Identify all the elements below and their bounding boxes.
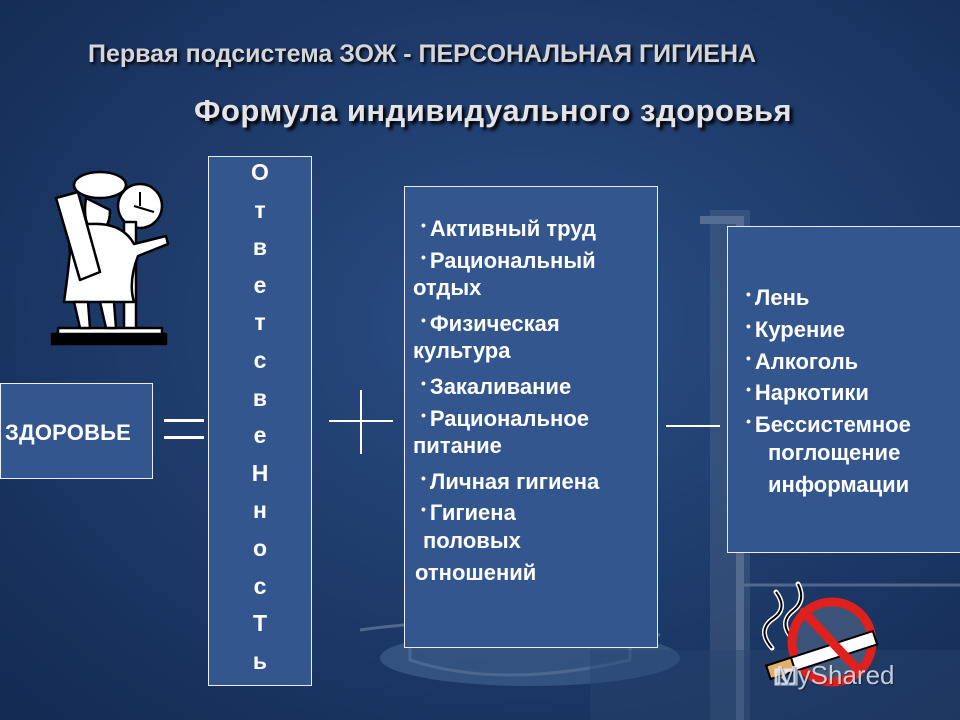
bullet-icon: •	[746, 413, 751, 430]
page-subtitle: Формула индивидуального здоровья	[194, 93, 793, 128]
bullet-icon: •	[421, 406, 426, 423]
list-item: •Алкоголь	[746, 346, 858, 374]
responsibility-letter: с	[253, 347, 267, 373]
minus-sign	[666, 425, 720, 427]
bullet-icon: •	[421, 311, 426, 328]
no-smoking-icon	[762, 581, 879, 687]
list-item-text: Курение	[754, 316, 846, 342]
bullet-icon: •	[421, 217, 426, 233]
list-item-text: информации	[768, 471, 910, 497]
title-main: ПЕРСОНАЛЬНАЯ ГИГИЕНА	[418, 40, 757, 68]
equals-sign-bottom	[164, 436, 204, 439]
responsibility-letter: в	[252, 234, 268, 261]
list-item-text: Бессистемное	[754, 412, 911, 438]
responsibility-letter: т	[254, 309, 266, 336]
list-item: •Лень	[746, 282, 809, 310]
list-item: отдых	[413, 276, 481, 300]
list-item: •Активный труд	[421, 213, 596, 241]
title-dash: -	[396, 40, 419, 68]
person-on-scale-icon	[50, 170, 170, 346]
responsibility-letter: т	[254, 196, 266, 223]
list-item-text: половых	[423, 528, 521, 553]
health-box: ЗДОРОВЬЕ	[0, 383, 153, 479]
watermark-text: MyShared	[776, 660, 895, 690]
list-item: половых	[423, 529, 521, 553]
bullet-icon: •	[421, 469, 426, 486]
responsibility-letter: е	[253, 422, 267, 449]
bullet-icon: •	[421, 375, 426, 391]
list-item: отношений	[415, 559, 537, 585]
list-item-text: Лень	[754, 285, 810, 310]
responsibility-letter: с	[253, 572, 267, 599]
list-item: •Рациональный	[421, 245, 596, 273]
list-item: питание	[413, 434, 502, 458]
responsibility-letter: Н	[251, 459, 269, 486]
list-item-text: Активный труд	[429, 216, 596, 241]
list-item: культура	[413, 339, 510, 363]
list-item-text: Рациональный	[429, 247, 596, 273]
list-item: •Бессистемное	[746, 409, 911, 437]
negative-factors-box: •Лень•Курение•Алкоголь•Наркотики•Бессист…	[727, 226, 960, 553]
bullet-icon: •	[421, 501, 426, 518]
responsibility-letter: е	[253, 271, 267, 298]
bullet-icon: •	[746, 381, 751, 398]
list-item-text: Закаливание	[429, 374, 572, 399]
list-item-text: Наркотики	[754, 380, 869, 406]
list-item-text: отношений	[415, 559, 537, 585]
bullet-icon: •	[746, 317, 751, 334]
list-item: •Наркотики	[746, 377, 869, 405]
list-item: •Рациональное	[421, 403, 589, 431]
list-item-text: Рациональное	[429, 405, 589, 431]
list-item-text: Физическая	[429, 310, 560, 336]
equals-sign-top	[164, 419, 204, 422]
bullet-icon: •	[421, 248, 426, 265]
list-item-text: Алкоголь	[754, 348, 859, 374]
list-item-text: питание	[413, 433, 502, 459]
list-item: •Физическая	[421, 308, 560, 336]
list-item-text: отдых	[413, 275, 482, 301]
list-item-text: поглощение	[768, 440, 901, 465]
bullet-icon: •	[746, 349, 751, 366]
responsibility-letter: в	[252, 384, 268, 411]
responsibility-letter: О	[251, 159, 269, 185]
list-item: •Гигиена	[421, 497, 516, 525]
responsibility-letter: н	[253, 497, 267, 524]
list-item-text: Гигиена	[429, 500, 516, 526]
responsibility-letter: Т	[252, 610, 268, 637]
responsibility-letter: ь	[252, 647, 268, 674]
health-label: ЗДОРОВЬЕ	[5, 420, 132, 445]
title-prefix: Первая подсистема ЗОЖ	[88, 40, 397, 68]
list-item-text: Личная гигиена	[429, 468, 600, 494]
list-item-text: культура	[413, 338, 511, 364]
list-item: информации	[768, 471, 910, 497]
list-item: •Личная гигиена	[421, 466, 599, 494]
page-title: Первая подсистема ЗОЖ - ПЕРСОНАЛЬНАЯ ГИГ…	[88, 40, 908, 69]
plus-sign-vertical	[360, 390, 362, 454]
myshared-logo-icon	[774, 668, 798, 686]
list-item: поглощение	[768, 441, 900, 465]
list-item: •Закаливание	[421, 371, 571, 399]
bullet-icon: •	[746, 286, 751, 302]
responsibility-letter: о	[252, 535, 268, 561]
list-item: •Курение	[746, 314, 845, 342]
